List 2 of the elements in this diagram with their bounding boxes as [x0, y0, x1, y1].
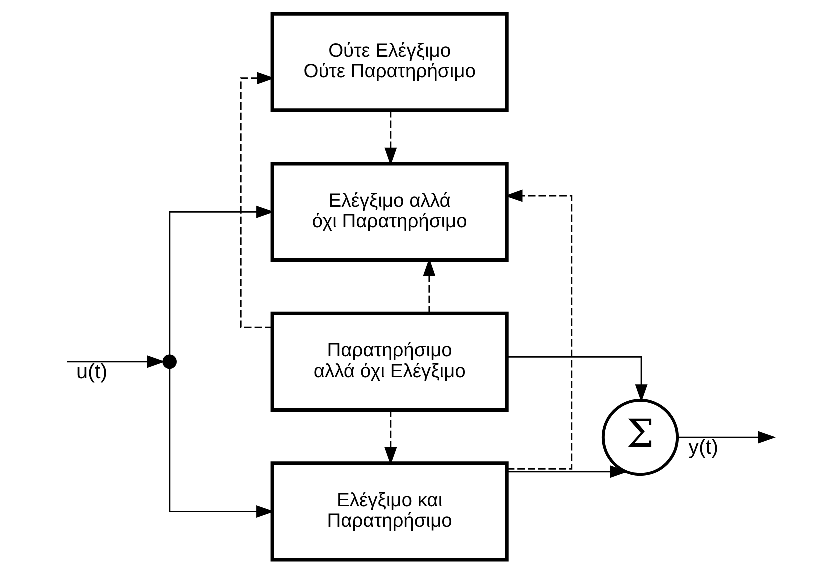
edge-label: u(t) [76, 360, 108, 384]
edge-label: y(t) [688, 436, 718, 460]
